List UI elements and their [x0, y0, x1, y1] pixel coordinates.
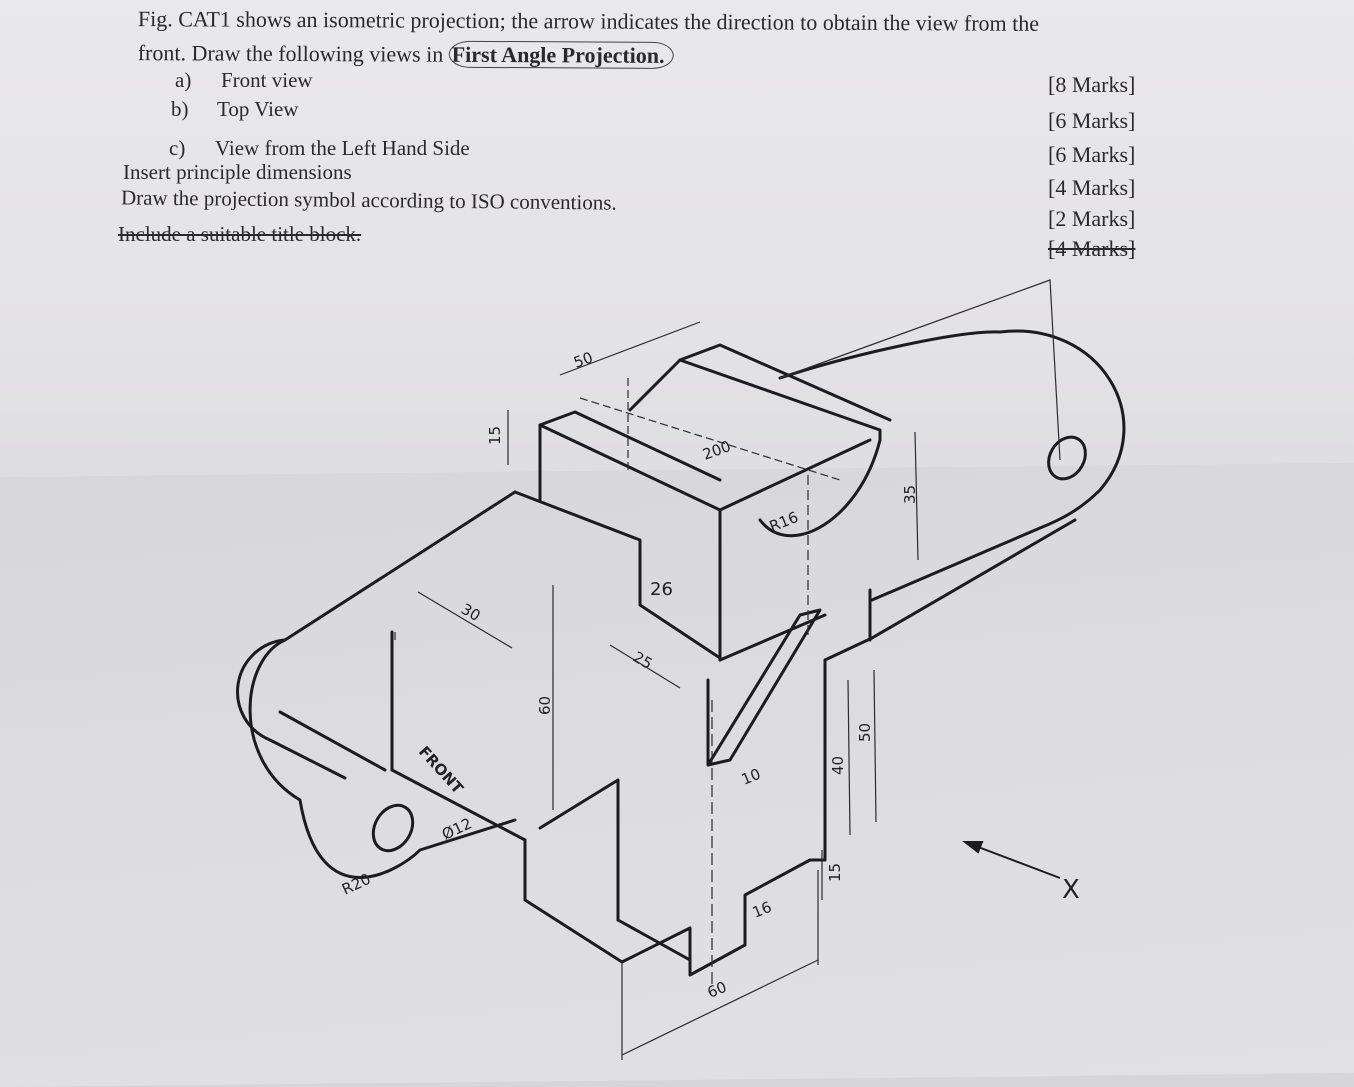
- rib: [706, 608, 822, 767]
- groove-curve-front: [758, 438, 882, 538]
- upright-bottom-edge: [718, 613, 827, 662]
- left-lug-top-edge: [278, 710, 387, 772]
- right-lug-end: [998, 329, 1126, 530]
- groove-top-edge: [678, 343, 892, 422]
- upright-top-back: [538, 410, 722, 482]
- item-label: a): [175, 68, 192, 92]
- right-arm-lower-edge: [870, 518, 1077, 640]
- left-lug-top-outline: [236, 490, 517, 780]
- dim-25-line: [609, 644, 681, 689]
- item-top-view: b) Top View: [171, 97, 298, 122]
- right-step-top: [823, 636, 874, 662]
- base-step-inner: [616, 918, 692, 962]
- dim-30-line: [417, 591, 513, 649]
- view-arrow-shaft: [964, 841, 1061, 879]
- dim-label-15b: 15: [826, 863, 844, 882]
- instruction-dimensions: Insert principle dimensions: [123, 160, 352, 184]
- marks-projection-symbol: [2 Marks]: [1048, 206, 1136, 231]
- item-text: View from the Left Hand Side: [215, 136, 470, 160]
- marks-title-block: [4 Marks]: [1048, 236, 1136, 261]
- item-text: Top View: [217, 97, 299, 121]
- item-front-view: a) Front view: [175, 68, 313, 93]
- dim-label-60: 60: [536, 696, 554, 715]
- upright-top-rear: [678, 358, 882, 442]
- marks-left-view: [6 Marks]: [1048, 142, 1136, 167]
- dim-50-line: [873, 669, 877, 823]
- right-arm-front-edge: [870, 526, 1042, 602]
- groove-curve-back: [628, 358, 682, 412]
- dim-label-26: 26: [650, 579, 673, 600]
- instruction-title-block: Include a suitable title block.: [118, 222, 362, 246]
- item-text: Front view: [221, 68, 313, 92]
- dim-label-60b: 60: [705, 978, 729, 1002]
- dim-label-30: 30: [458, 600, 484, 625]
- dim-label-15: 15: [486, 426, 504, 445]
- marks-top-view: [6 Marks]: [1048, 108, 1136, 133]
- left-lug-end-curve: [248, 638, 302, 802]
- dim-label-40: 40: [829, 756, 847, 775]
- dim-60-bottom: [621, 959, 819, 1056]
- dim-label-50b: 50: [856, 723, 874, 742]
- upright-top-front: [538, 423, 872, 512]
- paper-upper-sheet: [0, 0, 1354, 490]
- dim-label-50: 50: [571, 348, 595, 371]
- marks-dimensions: [4 Marks]: [1048, 175, 1136, 200]
- right-arm-top-edge: [778, 330, 1002, 380]
- centerline-groove: [579, 397, 841, 481]
- item-label: c): [169, 136, 186, 160]
- item-left-view: c) View from the Left Hand Side: [169, 136, 470, 161]
- left-lug-lower-curve: [298, 798, 517, 879]
- base-step: [538, 778, 620, 922]
- dim-label-35: 35: [901, 485, 919, 504]
- dim-50-line: [559, 321, 701, 376]
- dim-40-line: [847, 679, 851, 836]
- base-top-edge: [513, 490, 722, 660]
- arrow-label-x: X: [1062, 875, 1080, 905]
- base-front-bottom: [523, 838, 827, 977]
- right-hole: [1047, 435, 1087, 481]
- dim-label-16: 16: [750, 898, 774, 922]
- dim-label-10: 10: [739, 765, 763, 789]
- item-label: b): [171, 97, 189, 121]
- front-label: FRONT: [415, 743, 467, 798]
- dim-label-200: 200: [700, 437, 733, 464]
- dim-label-25: 25: [630, 648, 656, 673]
- marks-front-view: [8 Marks]: [1048, 72, 1136, 97]
- base-front-top: [390, 768, 527, 842]
- dim-label-r16: R16: [767, 508, 801, 536]
- view-arrow-head: [962, 841, 984, 854]
- dim-35-line: [914, 431, 919, 561]
- leader-right: [779, 279, 1061, 461]
- left-hole: [371, 803, 415, 853]
